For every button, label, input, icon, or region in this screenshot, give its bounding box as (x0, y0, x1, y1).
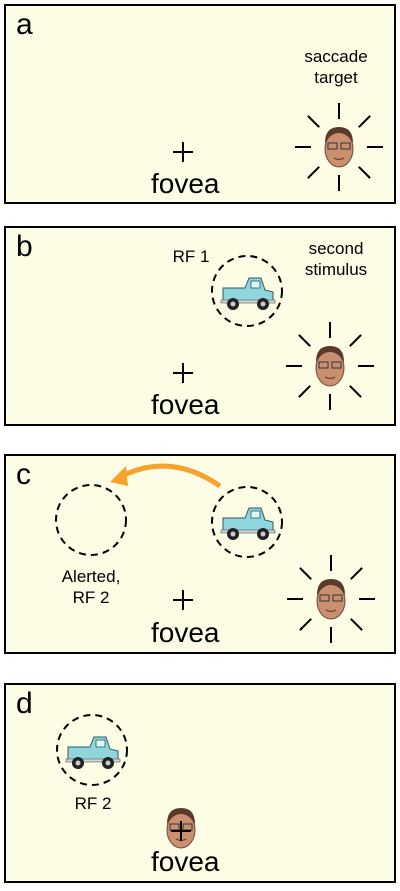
face-icon (286, 322, 374, 410)
receptive-field-circle (56, 714, 128, 786)
panel-c-graphics (55, 463, 375, 643)
panel-b-graphics (173, 255, 374, 410)
fixation-cross-icon (173, 590, 193, 610)
panel-letter: b (16, 230, 33, 263)
face-icon (287, 555, 375, 643)
pickup-truck-icon (220, 507, 276, 540)
fovea-label: fovea (151, 389, 220, 420)
receptive-field-circle (211, 486, 283, 558)
receptive-field-circle (55, 484, 127, 556)
fixation-cross-icon (173, 363, 193, 383)
fovea-label: fovea (151, 617, 220, 648)
fovea-label: fovea (151, 846, 220, 877)
fixation-cross-icon (173, 142, 193, 162)
panel-b: b RF 1 second stimulus fovea (4, 226, 396, 426)
fixation-cross-icon (171, 821, 191, 841)
saccade-target-label: saccade target (304, 47, 368, 87)
panel-c: c Alerted, RF 2 fovea (4, 454, 396, 654)
panel-d-graphics (56, 714, 196, 849)
second-stimulus-label: second stimulus (304, 239, 368, 279)
rf2-label: RF 2 (74, 794, 112, 813)
panel-letter: d (16, 687, 33, 720)
receptive-field-circle (211, 255, 283, 327)
rf1-label: RF 1 (172, 247, 210, 266)
pickup-truck-icon (65, 736, 121, 769)
arrowhead (110, 466, 128, 486)
pickup-truck-icon (220, 277, 276, 310)
face-icon (295, 103, 383, 191)
panel-letter: a (16, 8, 33, 41)
panel-a: a fovea saccade target (4, 4, 396, 204)
panel-letter: c (16, 458, 31, 491)
remapping-arrow (120, 463, 222, 489)
alerted-rf2-label: Alerted, RF 2 (61, 567, 121, 607)
fovea-label: fovea (151, 168, 220, 199)
panel-d: d RF 2 fovea (4, 683, 396, 883)
panel-a-graphics (173, 103, 383, 191)
